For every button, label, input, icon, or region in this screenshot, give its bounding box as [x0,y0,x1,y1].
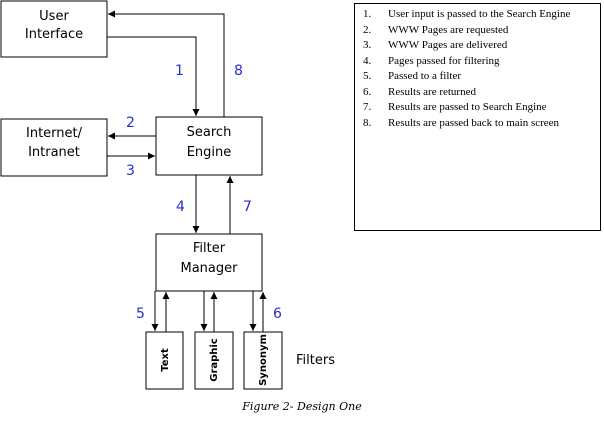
arrow-number-1: 1 [175,63,184,79]
filter-manager-label-line1: Filter [193,241,226,256]
legend-item: 3. WWW Pages are delivered [363,39,594,52]
legend-item: 5. Passed to a filter [363,70,594,83]
user-interface-label-line2: Interface [25,27,83,42]
arrow-number-4: 4 [176,199,185,215]
legend-item: 8. Results are passed back to main screen [363,117,594,130]
text-filter-label: Text [160,348,171,372]
internet-label-line2: Intranet [28,145,80,160]
legend-item-number: 7. [363,101,372,113]
legend-item: 6. Results are returned [363,86,594,99]
arrow-number-2: 2 [126,115,135,131]
arrow-number-3: 3 [126,163,135,179]
legend-list: 1. User input is passed to the Search Eng… [363,8,594,130]
graphic-filter-box [194,331,234,390]
user-interface-label-line1: User [39,9,69,24]
legend-item-text: Results are passed to Search Engine [388,101,547,113]
legend-item-text: Passed to a filter [388,70,462,82]
filters-label: Filters [296,353,335,368]
arrow-8-search-to-user [108,10,225,117]
legend-item-number: 3. [363,39,372,51]
legend-item: 1. User input is passed to the Search Eng… [363,8,594,21]
arrow-1-user-to-search [107,36,200,116]
filter-manager-label-line2: Manager [181,261,239,276]
legend-item: 4. Pages passed for filtering [363,55,594,68]
legend-item-text: Results are passed back to main screen [388,116,560,129]
internet-label-line1: Internet/ [26,126,83,141]
legend-item-text: Results are returned [388,85,476,98]
legend-item-number: 4. [363,54,372,67]
synonym-filter-box [243,331,283,390]
search-engine-box [155,116,263,176]
arrow-number-5: 5 [136,306,145,322]
arrow-number-6: 6 [273,306,282,322]
legend-item-text: User input is passed to the Search Engin… [388,8,571,20]
legend-item-number: 2. [363,23,372,36]
arrow-number-7: 7 [243,199,252,215]
internet-intranet-box [0,118,108,177]
legend-item-number: 1. [363,8,372,20]
legend-item-text: Pages passed for filtering [388,54,500,67]
user-interface-box [0,0,108,58]
legend-box: 1. User input is passed to the Search Eng… [354,3,601,231]
legend-item: 2. WWW Pages are requested [363,24,594,37]
arrow-number-8: 8 [234,63,243,79]
legend-item: 7. Results are passed to Search Engine [363,101,594,114]
legend-item-number: 6. [363,85,372,98]
text-filter-box [145,331,184,390]
synonym-filter-label: Synonym [258,334,269,386]
legend-item-text: WWW Pages are delivered [388,39,508,51]
search-engine-label-line2: Engine [187,145,232,160]
legend-item-number: 8. [363,116,372,129]
figure-caption: Figure 2- Design One [241,400,362,413]
filter-manager-box [155,233,263,292]
search-engine-label-line1: Search [187,125,232,140]
legend-item-text: WWW Pages are requested [388,23,509,36]
graphic-filter-label: Graphic [209,338,220,382]
legend-item-number: 5. [363,70,372,82]
